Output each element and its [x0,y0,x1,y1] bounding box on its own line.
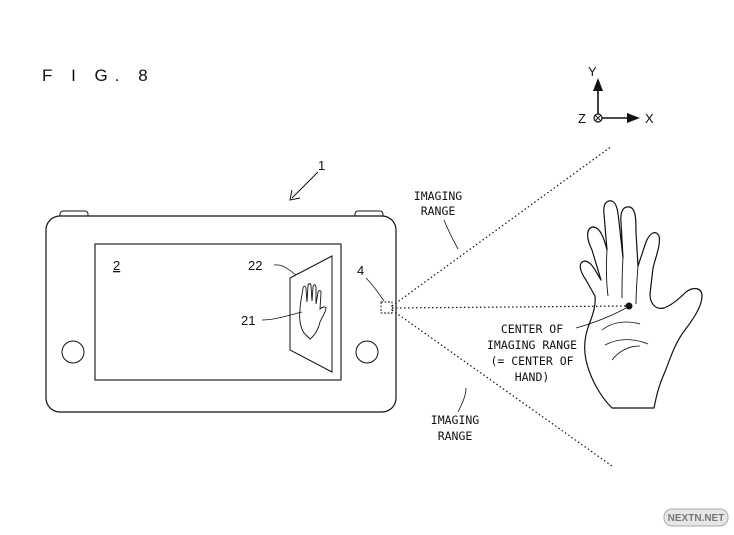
figure-title: F I G. 8 [42,66,155,85]
svg-text:NEXTN.NET: NEXTN.NET [668,513,725,524]
svg-text:IMAGING RANGE: IMAGING RANGE [487,338,577,352]
handheld-device: 2 22 21 4 [46,211,396,412]
camera-lens [381,302,392,313]
svg-text:(= CENTER OF: (= CENTER OF [490,354,573,368]
ref-image-plane-number: 22 [248,258,262,273]
hand-center-point [626,303,633,310]
imaging-range-upper-label: IMAGING RANGE [414,189,463,249]
svg-text:HAND): HAND) [515,370,550,384]
svg-text:CENTER OF: CENTER OF [501,322,563,336]
svg-text:IMAGING: IMAGING [431,413,480,427]
ref-hand-image-number: 21 [241,313,255,328]
svg-text:IMAGING: IMAGING [414,189,463,203]
svg-text:RANGE: RANGE [438,429,473,443]
right-button [356,341,378,363]
ref-screen-number: 2 [113,258,120,273]
ref-camera-number: 4 [357,263,364,278]
axis-y-label: Y [588,64,597,79]
imaging-range-lower-label: IMAGING RANGE [431,388,480,443]
svg-text:RANGE: RANGE [421,204,456,218]
ref-device-number: 1 [318,158,325,173]
large-hand [580,201,702,408]
axis-x-label: X [645,111,654,126]
ref-device-arrow [290,172,318,200]
watermark-badge: NEXTN.NET [664,509,728,526]
axis-indicator: Y X Z [578,64,654,126]
axis-z-label: Z [578,111,586,126]
center-of-imaging-range-label: CENTER OF IMAGING RANGE (= CENTER OF HAN… [487,308,626,384]
left-button [62,341,84,363]
